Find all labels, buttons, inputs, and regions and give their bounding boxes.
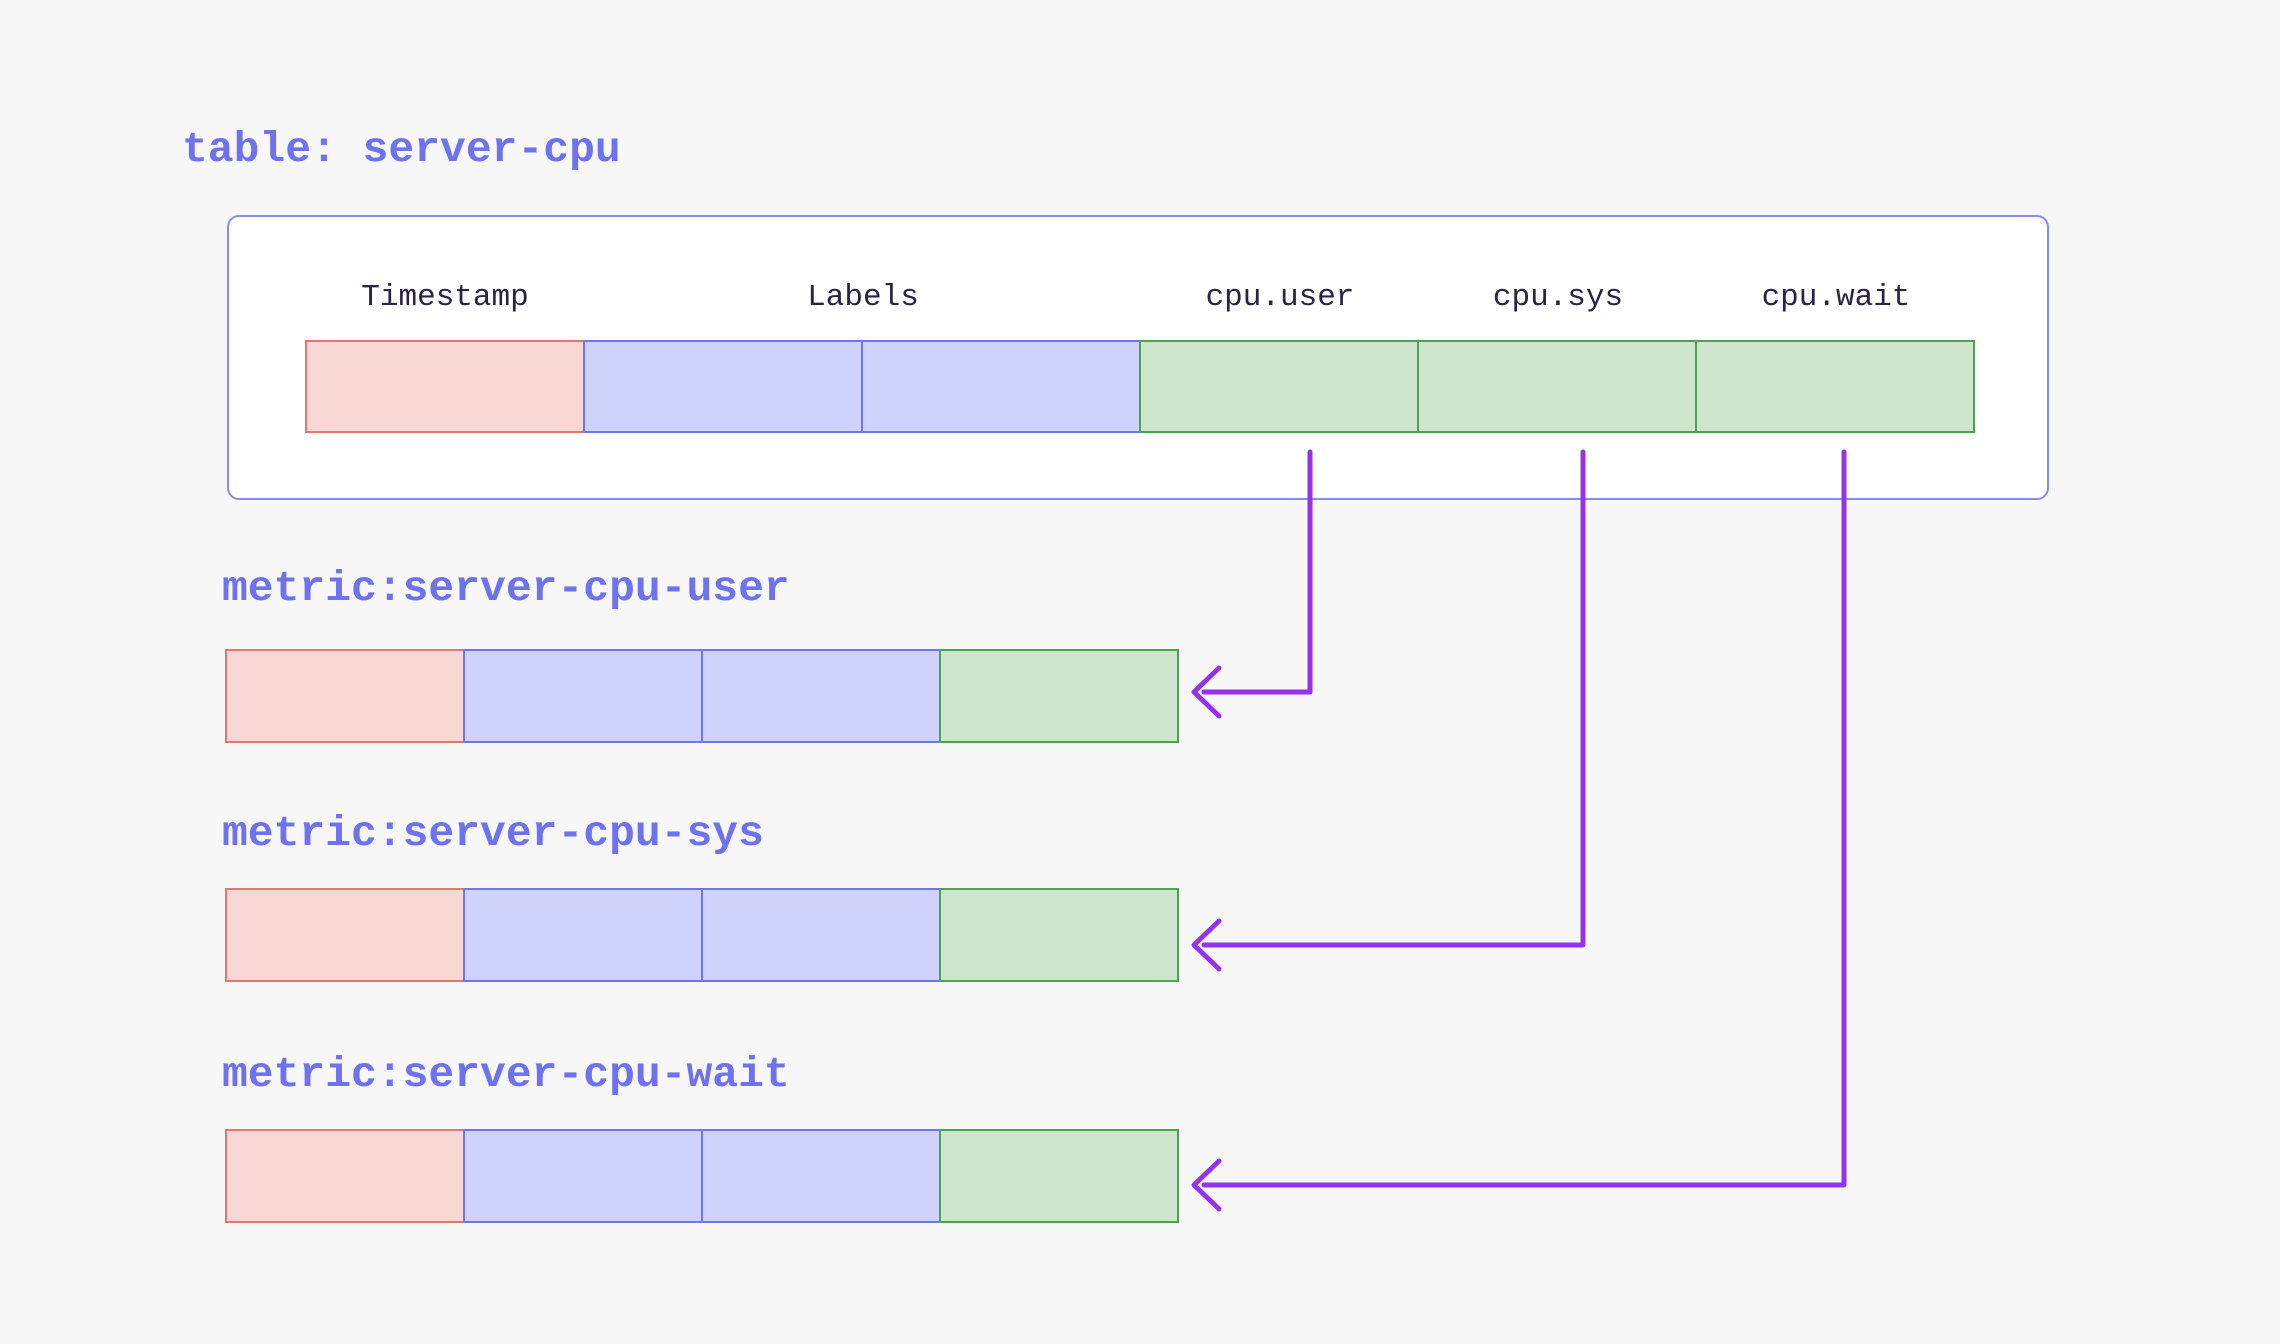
metric-cell-value (939, 1129, 1179, 1223)
metric-cell-timestamp (225, 649, 465, 743)
metric-cell-label-2 (701, 1129, 941, 1223)
table-cell-timestamp (305, 340, 585, 433)
metric-cell-timestamp (225, 1129, 465, 1223)
arrow-cpu-wait-line (1201, 449, 1847, 1188)
arrow-cpu-user-head-icon (1191, 665, 1222, 719)
metric-label-cpu-wait: metric:server-cpu-wait (222, 1050, 790, 1099)
arrow-cpu-wait-head-icon (1191, 1158, 1222, 1212)
table-cell-cpu-sys (1417, 340, 1697, 433)
metric-cell-value (939, 888, 1179, 982)
arrow-cpu-sys-head-icon (1191, 918, 1222, 972)
metric-label-cpu-sys: metric:server-cpu-sys (222, 809, 764, 858)
metric-row-cpu-sys (225, 888, 1179, 982)
metric-row-cpu-wait (225, 1129, 1179, 1223)
metric-cell-label-1 (463, 888, 703, 982)
table-cell-cpu-wait (1695, 340, 1975, 433)
metric-row-cpu-user (225, 649, 1179, 743)
metric-cell-value (939, 649, 1179, 743)
metric-cell-label-2 (701, 888, 941, 982)
column-header-cpu-user: cpu.user (1205, 280, 1355, 315)
table-column-headers: Timestamp Labels cpu.user cpu.sys cpu.wa… (305, 278, 1975, 318)
column-header-timestamp: Timestamp (361, 280, 529, 315)
metric-cell-label-1 (463, 1129, 703, 1223)
table-cell-cpu-user (1139, 340, 1419, 433)
table-cell-label-1 (583, 340, 863, 433)
table-row (305, 340, 1975, 433)
column-header-labels: Labels (807, 280, 919, 315)
metric-cell-timestamp (225, 888, 465, 982)
metric-cell-label-2 (701, 649, 941, 743)
column-header-cpu-sys: cpu.sys (1492, 280, 1624, 315)
table-cell-label-2 (861, 340, 1141, 433)
arrow-cpu-sys-line (1201, 449, 1586, 948)
metric-cell-label-1 (463, 649, 703, 743)
metric-label-cpu-user: metric:server-cpu-user (222, 564, 790, 613)
column-header-cpu-wait: cpu.wait (1761, 280, 1911, 315)
table-title: table: server-cpu (182, 125, 621, 174)
